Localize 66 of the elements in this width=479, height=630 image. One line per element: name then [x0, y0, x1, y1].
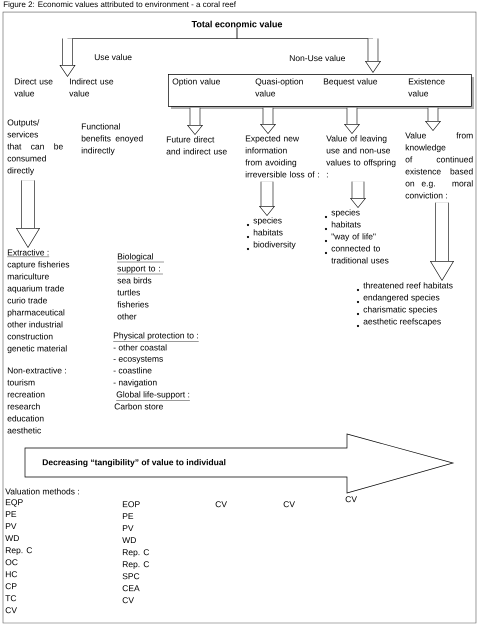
node-label: charismatic species — [364, 306, 438, 314]
heading-label: Physical protection to : — [113, 332, 199, 342]
node-label: endangered species — [364, 294, 440, 302]
value-label: Expected new information from avoiding irreversible loss of : — [245, 135, 320, 178]
value-label: Value from knowledge of continued existence based on e.g. moral conviction : — [405, 132, 473, 198]
method-code: TC — [5, 595, 16, 602]
text-label: - other coastal — [114, 344, 166, 350]
node-label: threatened reef habitats — [363, 282, 453, 288]
text-label: Functional benefits enoyed indirectly — [82, 123, 143, 156]
method-code: EOP — [122, 501, 140, 508]
text-label: fisheries — [117, 301, 149, 308]
method-code: HC — [6, 571, 18, 578]
method-code: OC — [6, 559, 18, 566]
node-label: "way of life" — [332, 233, 376, 242]
text-label: sea birds — [117, 277, 152, 284]
edge-label: Use value — [93, 52, 133, 62]
hollow-arrow — [236, 27, 382, 73]
method-code: EQP — [6, 499, 23, 507]
method-code: CP — [6, 583, 17, 590]
text-label: other — [118, 313, 136, 320]
node-label: habitats — [254, 229, 283, 236]
value-label: Indirect use value — [69, 78, 114, 96]
method-code: Rep. C — [122, 549, 150, 557]
method-code: SPC — [122, 573, 140, 580]
item-list: Extractive : capture fisheries mariculture aquarium trade curio trade pharmaceutical other industrial construction genetic material Non-extractive : tourism recreation research education aesthetic — [7, 249, 70, 434]
value-label: Outputs/ services that can be consumed directly — [7, 119, 63, 176]
method-code: Rep. C — [122, 561, 150, 569]
method-code: Rep. C — [6, 547, 32, 555]
value-label: Bequest value — [324, 78, 378, 86]
value-label: Existence value — [408, 78, 445, 96]
value-label: Future direct and indirect use — [166, 136, 227, 154]
method-code: PV — [6, 523, 16, 530]
text-label: - ecosystems — [114, 356, 163, 364]
heading-label: Biological support to : — [116, 253, 164, 274]
text-label: turtles — [117, 289, 140, 296]
bullet-list: species habitats "way of life" connected to traditional uses — [324, 209, 388, 264]
node-label: biodiversity — [254, 241, 296, 250]
text-label: Carbon store — [114, 403, 163, 410]
method-code: WD — [122, 537, 136, 544]
node-label: species — [331, 209, 360, 218]
bullet-list: species habitats biodiversity — [246, 217, 296, 250]
category-box — [168, 74, 474, 109]
text-label: - navigation — [114, 379, 157, 388]
method-code: PE — [6, 511, 16, 518]
bullet-list: threatened reef habitats endangered species charismatic species aesthetic reefscapes — [356, 282, 453, 328]
method-code: CV — [216, 501, 227, 508]
method-code: CV — [284, 501, 295, 508]
heading-label: Global life-support : — [116, 391, 190, 401]
heading-label: Total economic value — [192, 20, 282, 28]
figure-title: Figure 2: Economic values attributed to environment - a coral reef — [4, 1, 236, 9]
method-code: PE — [122, 513, 134, 520]
node-label: species — [253, 217, 282, 226]
value-label: Value of leaving use and non-use values to offspring : — [326, 135, 396, 178]
method-code: CEA — [122, 585, 140, 592]
edge-label: Non-Use value — [288, 54, 346, 62]
method-code: WD — [5, 535, 19, 542]
method-code: PV — [122, 525, 134, 532]
value-label: Quasi-option value — [255, 78, 303, 96]
node-label: connected to traditional uses — [331, 245, 389, 264]
value-label: Direct use value — [14, 78, 53, 96]
text-label: - coastline — [114, 367, 152, 374]
method-code: CV — [6, 607, 17, 614]
node-label: aesthetic reefscapes — [364, 318, 441, 326]
method-code: CV — [122, 597, 134, 604]
node-label: habitats — [332, 221, 361, 228]
value-label: Option value — [172, 78, 220, 86]
